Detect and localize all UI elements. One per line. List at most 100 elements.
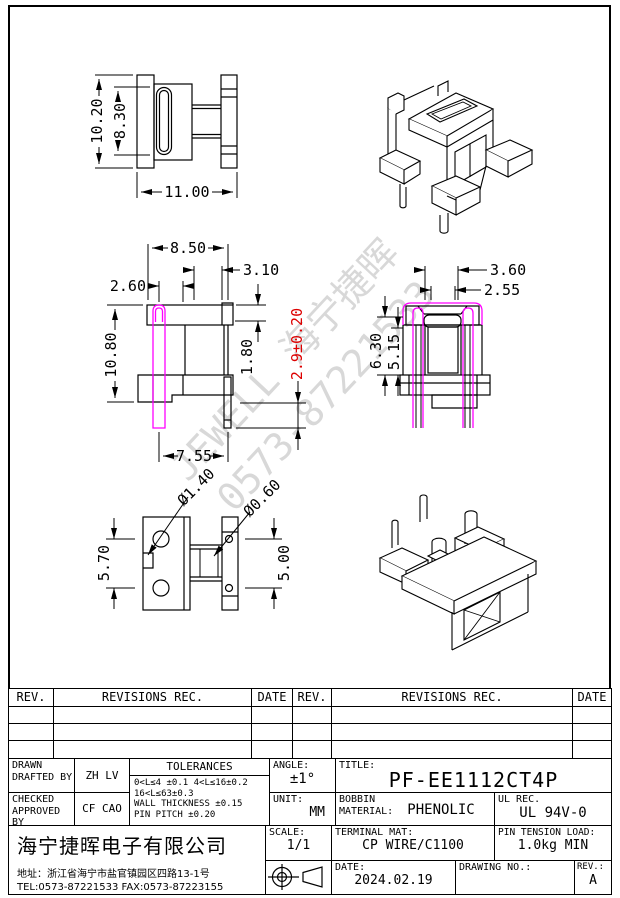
revision-empty-cell xyxy=(572,706,612,724)
revision-empty-cell xyxy=(331,706,573,724)
company-cell: 海宁捷晖电子有限公司 地址：浙江省海宁市盐官镇园区四路13-1号 TEL:057… xyxy=(8,825,266,895)
angle-label: ANGLE: xyxy=(273,760,310,771)
rev-label: REV.: xyxy=(577,862,605,872)
drawn-value-cell: ZH LV xyxy=(74,758,130,793)
dim-8-50: 8.50 xyxy=(170,239,206,257)
tolerances-title: TOLERANCES xyxy=(130,759,269,776)
tolerances-line3: WALL THICKNESS ±0.15 xyxy=(134,799,243,809)
material-label: MATERIAL: xyxy=(339,806,394,817)
revision-empty-cell xyxy=(331,723,573,741)
date-label: DATE: xyxy=(335,862,366,873)
revision-empty-cell xyxy=(572,740,612,759)
view-top xyxy=(142,516,239,611)
dim-5-00: 5.00 xyxy=(275,545,293,581)
scale-value: 1/1 xyxy=(286,838,311,853)
dim-3-60: 3.60 xyxy=(490,261,526,279)
rev-cell: REV.: A xyxy=(574,860,612,895)
rev-value: A xyxy=(589,873,597,888)
dim-5-15: 5.15 xyxy=(385,334,403,370)
terminal-cell: TERMINAL MAT: CP WIRE/C1100 xyxy=(331,825,495,861)
revisions-rec-header: REVISIONS REC. xyxy=(53,688,252,707)
dim-2-55: 2.55 xyxy=(484,281,520,299)
bobbin-material-cell: BOBBIN MATERIAL: PHENOLIC xyxy=(335,792,495,826)
checked-value-cell: CF CAO xyxy=(74,792,130,826)
checked-cell: CHECKED APPROVED BY xyxy=(8,792,75,826)
revision-empty-cell xyxy=(292,740,332,759)
revision-empty-cell xyxy=(8,740,54,759)
tolerances-cell: TOLERANCES 0<L≤4 ±0.1 4<L≤16±0.2 16<L≤63… xyxy=(129,758,270,826)
unit-label: UNIT: xyxy=(273,794,304,805)
unit-cell: UNIT: MM xyxy=(269,792,336,826)
dim-3-10: 3.10 xyxy=(243,261,279,279)
dim-5-70: 5.70 xyxy=(95,545,113,581)
revision-empty-cell xyxy=(251,706,293,724)
revision-empty-cell xyxy=(331,740,573,759)
material-value: PHENOLIC xyxy=(407,802,475,818)
revision-empty-cell xyxy=(251,740,293,759)
view-front xyxy=(137,302,234,429)
view-side xyxy=(136,74,238,169)
drafted-by-label: DRAFTED BY xyxy=(12,772,73,783)
company-address: 地址：浙江省海宁市盐官镇园区四路13-1号 xyxy=(17,869,210,880)
company-tel: TEL:0573-87221533 FAX:0573-87223155 xyxy=(17,882,224,893)
dim-8-30: 8.30 xyxy=(111,103,129,139)
revision-empty-cell xyxy=(572,723,612,741)
dims-view-top: 5.70 5.00 Ø1.40 Ø0.60 xyxy=(95,465,293,609)
revision-empty-cell xyxy=(53,723,252,741)
revision-empty-cell xyxy=(8,723,54,741)
back-pin-highlight xyxy=(402,302,483,428)
dim-11-00: 11.00 xyxy=(164,183,209,201)
part-number: PF-EE1112CT4P xyxy=(388,768,559,792)
date-value: 2024.02.19 xyxy=(354,873,433,888)
terminal-value: CP WIRE/C1100 xyxy=(362,838,464,853)
revision-empty-cell xyxy=(292,706,332,724)
drawing-no-label: DRAWING NO.: xyxy=(459,862,532,873)
revision-empty-cell xyxy=(53,706,252,724)
dim-10-20: 10.20 xyxy=(88,98,106,143)
dims-view-back: 3.60 2.55 6.30 5.15 xyxy=(367,261,526,396)
dim-2-60: 2.60 xyxy=(110,277,146,295)
tolerances-line4: PIN PITCH ±0.20 xyxy=(134,809,216,820)
drawn-value: ZH LV xyxy=(85,769,119,782)
drawing-area: JEWELL 海宁捷晖 0573-87221533 10.20 8.30 1 xyxy=(88,74,538,651)
ul-label: UL REC. xyxy=(498,794,541,805)
projection-symbol-cell xyxy=(265,860,332,895)
date-col-header-2: DATE xyxy=(572,688,612,707)
pin-tension-cell: PIN TENSION LOAD: 1.0kg MIN xyxy=(494,825,612,861)
revision-empty-cell xyxy=(251,723,293,741)
checked-value: CF CAO xyxy=(82,802,122,815)
revision-empty-cell xyxy=(53,740,252,759)
scale-label: SCALE: xyxy=(269,827,306,838)
revisions-rec-header-2: REVISIONS REC. xyxy=(331,688,573,707)
date-cell: DATE: 2024.02.19 xyxy=(331,860,456,895)
tolerances-line2: 16<L≤63±0.3 xyxy=(134,788,194,799)
rev-col-header-2: REV. xyxy=(292,688,332,707)
title-label: TITLE: xyxy=(339,760,376,771)
dim-7-55: 7.55 xyxy=(176,447,212,465)
company-name: 海宁捷晖电子有限公司 xyxy=(17,834,227,858)
title-cell: TITLE: PF-EE1112CT4P xyxy=(335,758,612,793)
dims-view-front: 8.50 3.10 2.60 10.80 7.55 1.80 xyxy=(102,239,306,465)
pin-tension-value: 1.0kg MIN xyxy=(517,838,589,853)
dim-6-30: 6.30 xyxy=(367,333,385,369)
view-iso-top xyxy=(378,80,534,234)
angle-value: ±1° xyxy=(289,771,316,787)
angle-cell: ANGLE: ±1° xyxy=(269,758,336,793)
date-col-header: DATE xyxy=(251,688,293,707)
pin-tension-label: PIN TENSION LOAD: xyxy=(498,827,596,838)
drawn-label: DRAWN xyxy=(12,760,43,771)
front-pin-highlight xyxy=(152,304,166,429)
checked-label: CHECKED xyxy=(12,794,55,805)
approved-by-label: APPROVED BY xyxy=(12,806,61,826)
drawn-cell: DRAWN DRAFTED BY xyxy=(8,758,75,793)
tolerances-line1: 0<L≤4 ±0.1 4<L≤16±0.2 xyxy=(134,778,248,788)
dim-10-80: 10.80 xyxy=(102,332,120,377)
dims-view-side: 10.20 8.30 11.00 xyxy=(88,74,238,201)
ul-cell: UL REC. UL 94V-0 xyxy=(494,792,612,826)
projection-symbol xyxy=(268,864,323,890)
scale-cell: SCALE: 1/1 xyxy=(265,825,332,861)
ul-value: UL 94V-0 xyxy=(519,805,587,821)
rev-col-header: REV. xyxy=(8,688,54,707)
dim-1-80: 1.80 xyxy=(238,339,256,375)
